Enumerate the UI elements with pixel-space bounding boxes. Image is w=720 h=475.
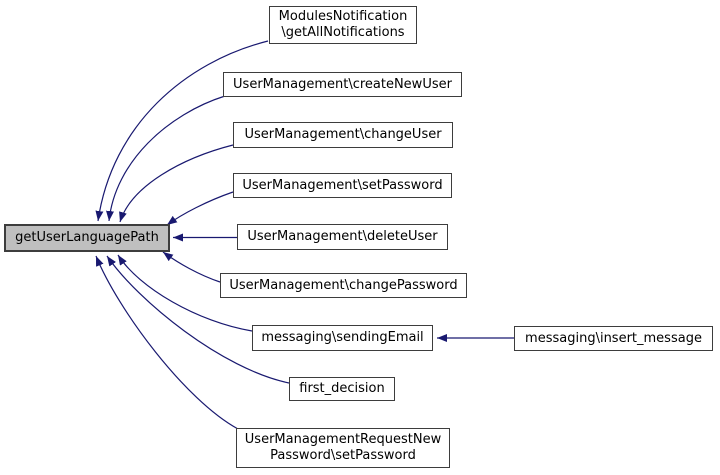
node-changeuser[interactable]: UserManagement\changeUser	[233, 122, 453, 148]
edge-umrnp-setpassword	[95, 255, 239, 430]
node-getallnotifications[interactable]: ModulesNotification \getAllNotifications	[269, 6, 417, 44]
node-changepassword[interactable]: UserManagement\changePassword	[220, 273, 467, 298]
edge-sendingemail	[117, 254, 253, 332]
edge-changeuser	[119, 144, 234, 223]
node-setpassword[interactable]: UserManagement\setPassword	[233, 173, 452, 198]
edge-createnewuser	[106, 95, 226, 222]
node-firstdecision[interactable]: first_decision	[289, 377, 395, 401]
node-insert-message[interactable]: messaging\insert_message	[514, 326, 713, 351]
edge-setpassword	[166, 191, 234, 226]
edge-changepassword	[162, 251, 221, 283]
node-createnewuser[interactable]: UserManagement\createNewUser	[223, 72, 462, 97]
edge-getallnotifications	[95, 40, 269, 222]
edge-firstdecision	[106, 255, 290, 384]
node-umrnp-setpassword[interactable]: UserManagementRequestNew Password\setPas…	[236, 428, 450, 468]
node-sendingemail[interactable]: messaging\sendingEmail	[252, 325, 433, 351]
node-getuserlanguagepath[interactable]: getUserLanguagePath	[4, 224, 170, 252]
node-deleteuser[interactable]: UserManagement\deleteUser	[237, 224, 448, 250]
